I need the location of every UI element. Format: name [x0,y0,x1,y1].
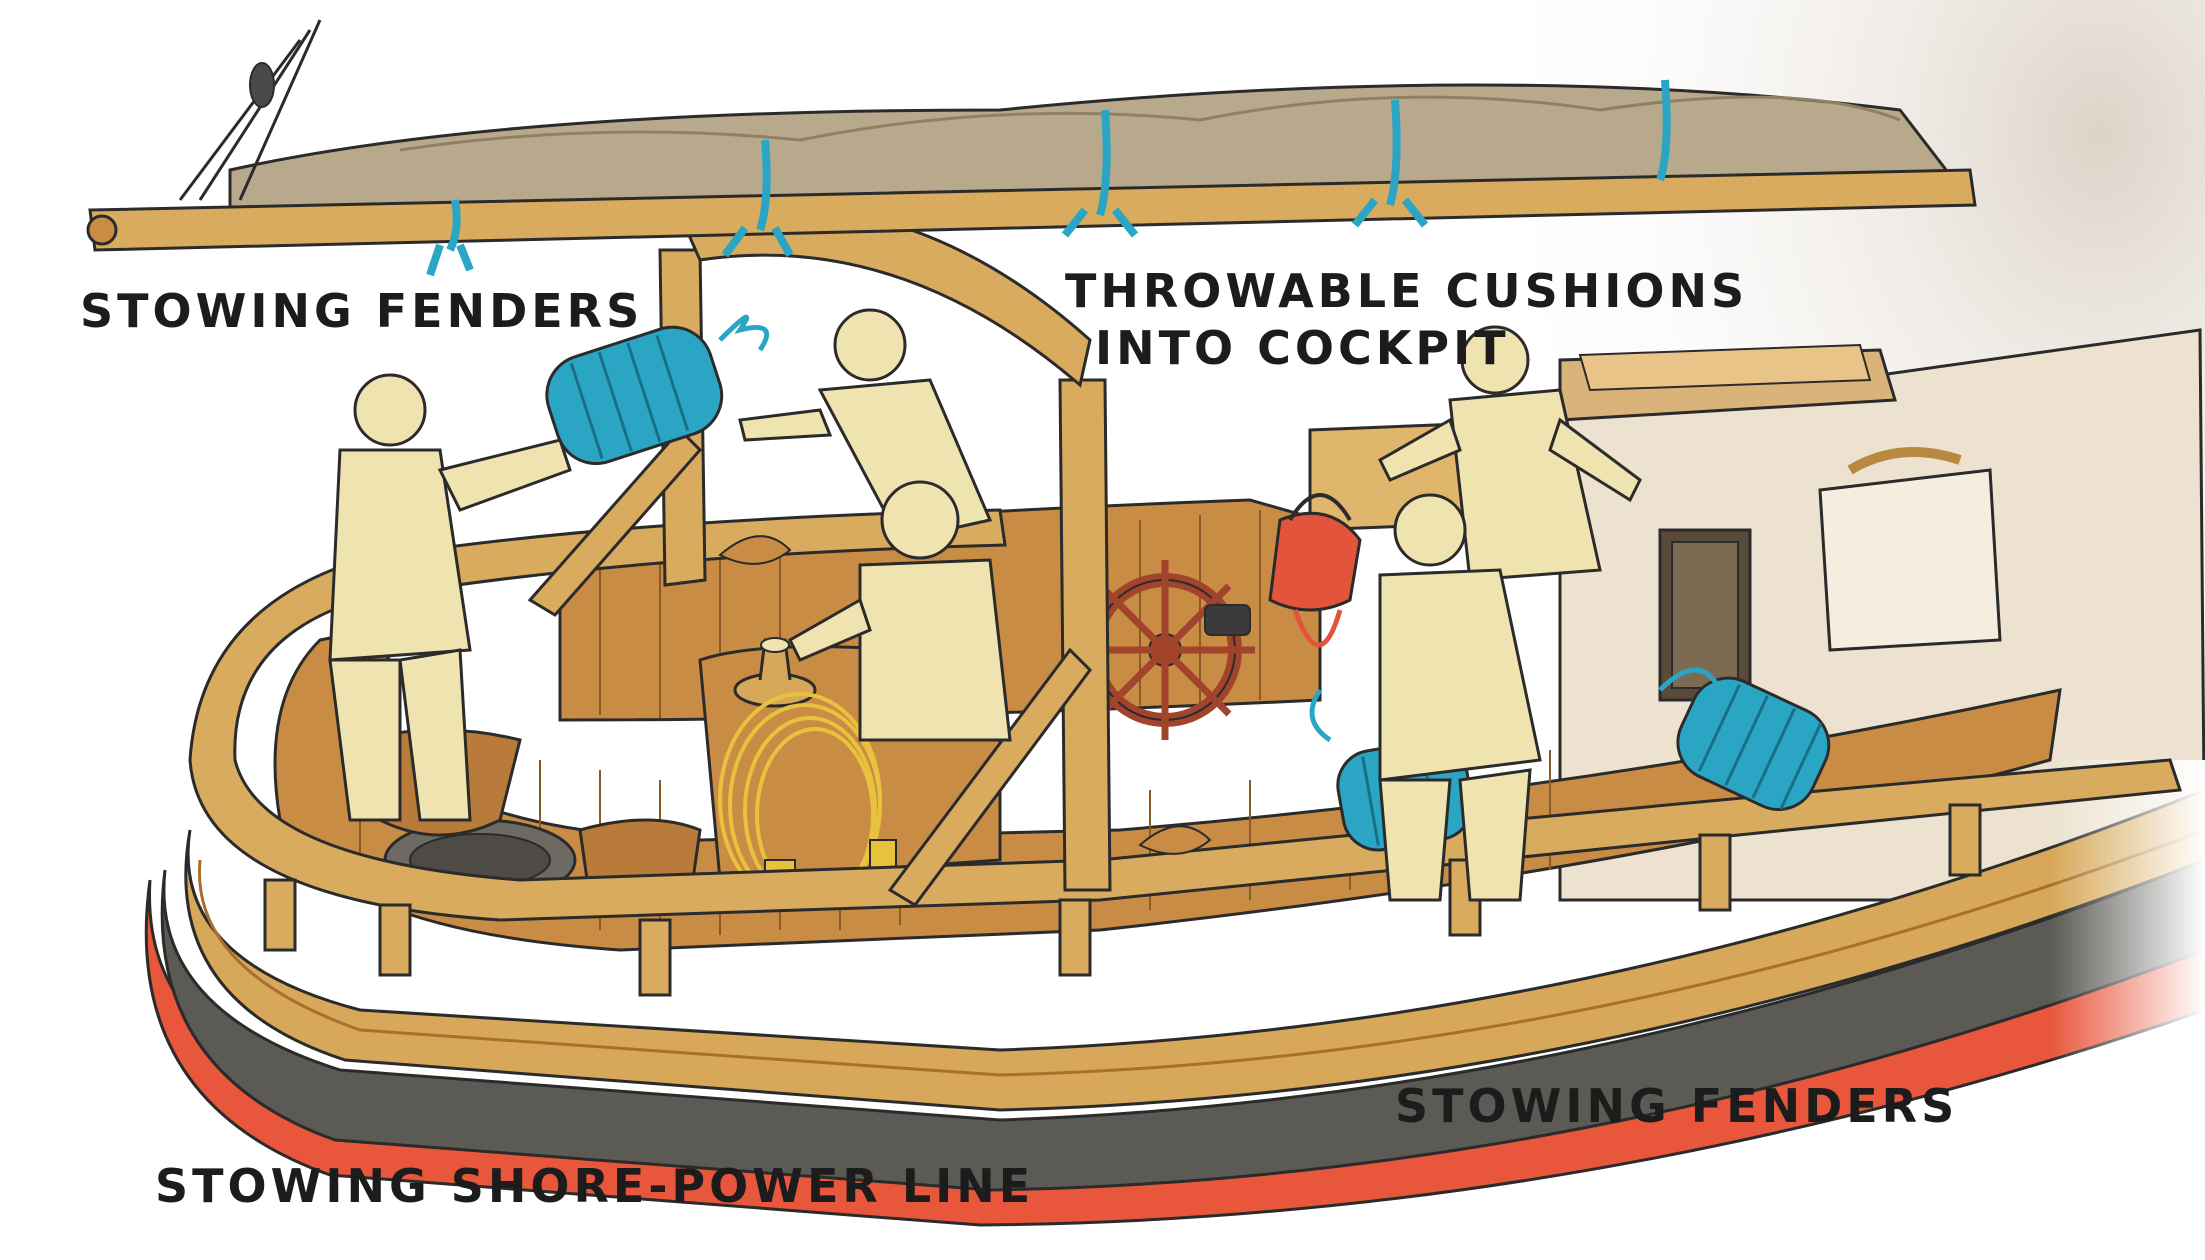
label-throwable-cushions: THROWABLE CUSHIONS [1065,264,1749,318]
boom-and-sail [86,19,1977,277]
label-stowing-shore-power-line: STOWING SHORE-POWER LINE [155,1159,1035,1213]
throwable-cushion-icon [1268,493,1362,648]
crew-member [328,308,1642,902]
label-stowing-fenders-top: STOWING FENDERS [80,284,644,338]
label-into-cockpit: INTO COCKPIT [1095,321,1510,375]
hull [144,760,2205,1260]
label-stowing-fenders-bottom: STOWING FENDERS [1395,1079,1959,1133]
